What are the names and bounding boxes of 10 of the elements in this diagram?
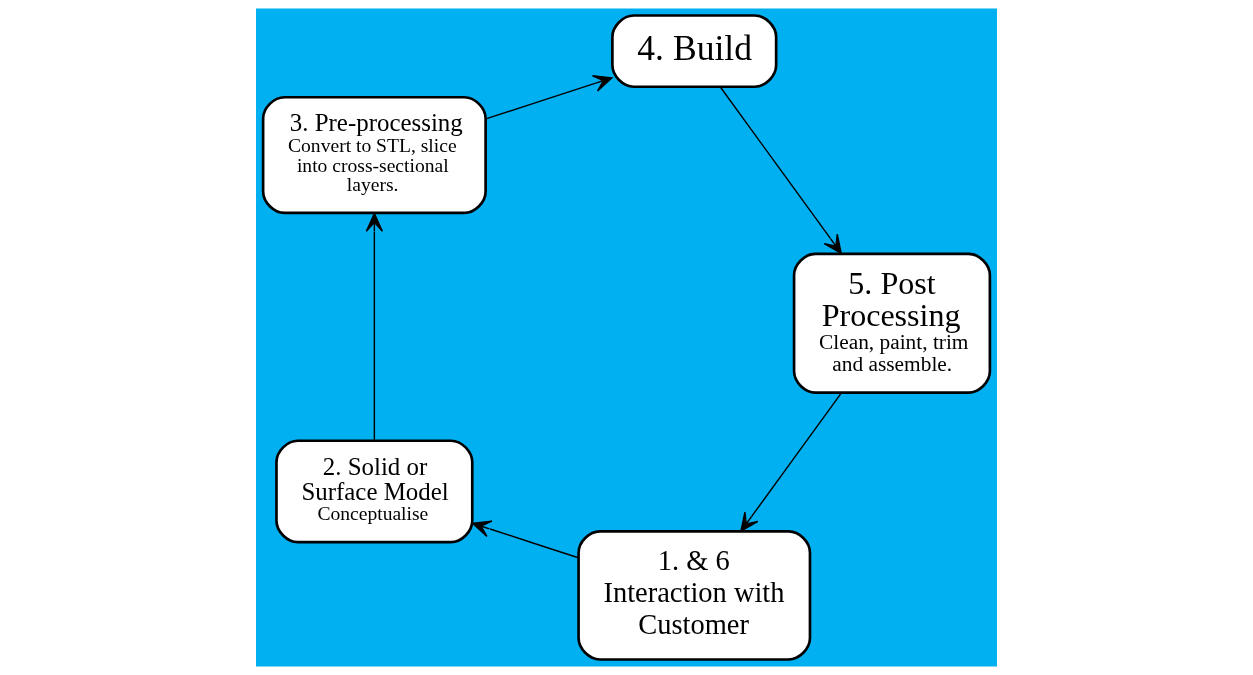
arrow [471,520,580,559]
node-box: 3. Pre-processing Convert to STL, slice into cross-sectional layers. [261,95,487,215]
node-box: 2. Solid or Surface Model Conceptualise [275,439,474,544]
node-box: 5. Post Processing Clean, paint, trim and assemble. [792,252,992,394]
arrow [719,86,842,255]
arrow [365,212,384,442]
arrow [740,392,842,532]
node-box: 1. & 6 Interaction with Customer [577,529,812,661]
node-box: 4. Build [611,14,778,89]
arrow [485,75,613,120]
